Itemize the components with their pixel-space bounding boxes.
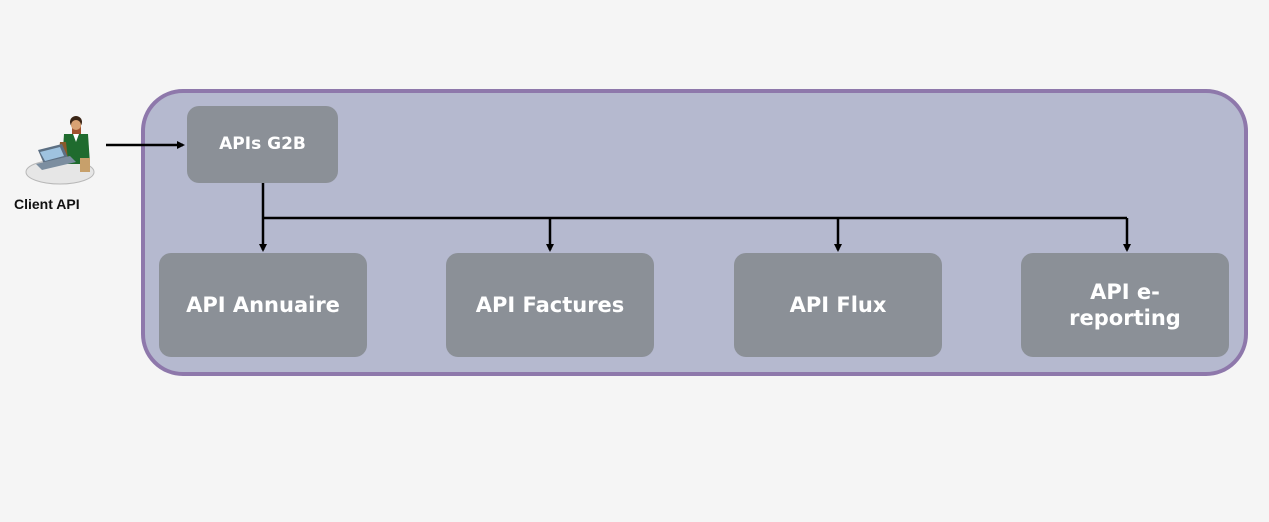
api-annuaire-label: API Annuaire [186,292,340,317]
api-ereporting-label: API e-reporting [1069,279,1181,330]
api-factures-box: API Factures [446,253,654,357]
client-user-icon [25,116,95,185]
api-factures-label: API Factures [475,292,625,317]
gateway-box: APIs G2B [187,106,338,183]
api-ereporting-box: API e-reporting [1021,253,1229,357]
gateway-label: APIs G2B [219,133,306,154]
client-label: Client API [14,196,80,212]
api-annuaire-box: API Annuaire [159,253,367,357]
api-flux-box: API Flux [734,253,942,357]
api-flux-label: API Flux [789,292,887,317]
